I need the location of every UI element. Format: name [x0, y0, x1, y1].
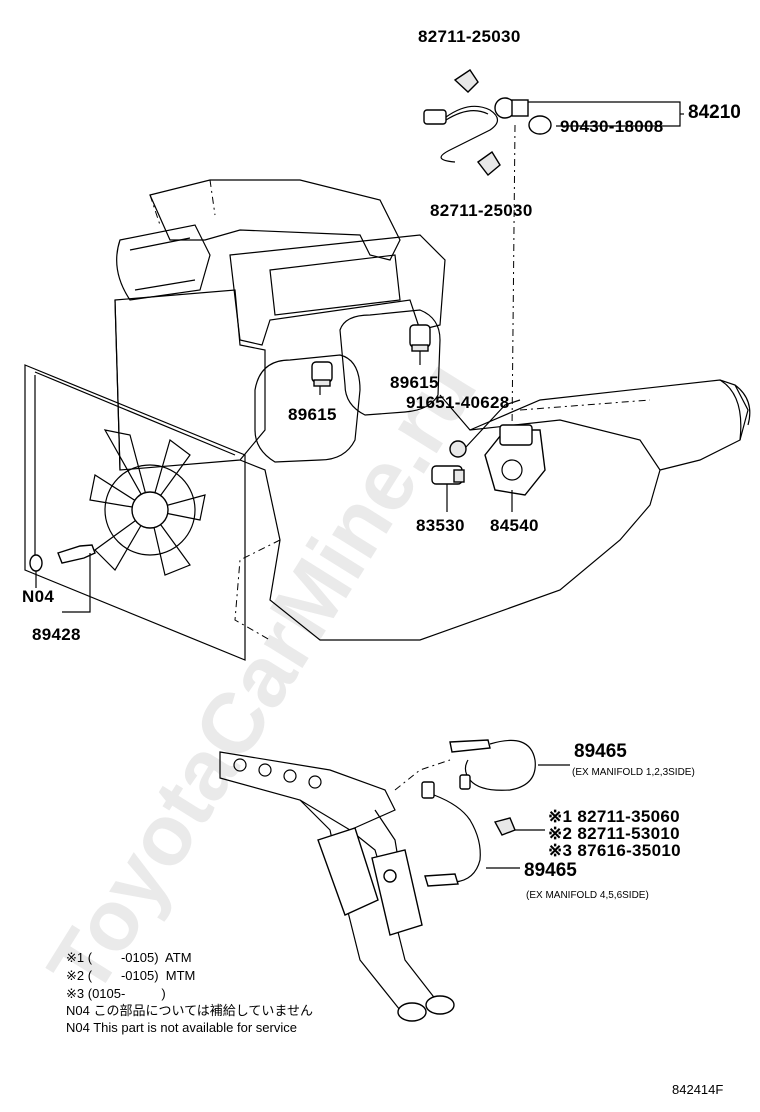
o2-sensor-lower[interactable]	[394, 759, 545, 887]
label-89428[interactable]: 89428	[32, 625, 81, 644]
catalyst-right-icon	[371, 849, 423, 936]
label-89465-upper[interactable]: 89465	[574, 741, 627, 762]
o2-sensor-upper-icon	[449, 739, 491, 753]
n04-gasket-icon	[29, 554, 43, 572]
sensors-89615[interactable]	[311, 324, 431, 395]
connector-lower-icon	[421, 781, 435, 799]
connector-icon	[423, 109, 447, 125]
label-84540[interactable]: 84540	[490, 516, 539, 535]
note-3: ※3 (0105- )	[66, 986, 166, 1001]
label-clip-top[interactable]: 82711-25030	[418, 27, 521, 46]
note-1: ※1 ( -0105) ATM	[66, 950, 192, 965]
label-clamp-2[interactable]: ※2 82711-53010	[548, 824, 680, 843]
clamp-icon	[493, 817, 516, 836]
clip-bottom-icon	[477, 150, 501, 177]
label-89615-left[interactable]: 89615	[288, 405, 337, 424]
sensor-left-icon	[311, 361, 333, 383]
label-84210[interactable]: 84210	[688, 102, 741, 123]
watermark: ToyotaCarMine.ru	[30, 345, 495, 1010]
label-clip-bottom[interactable]: 82711-25030	[430, 201, 533, 220]
label-89615-right[interactable]: 89615	[390, 373, 439, 392]
o2-sensor-upper[interactable]	[449, 739, 570, 791]
o2-sensor-lower-icon	[424, 873, 459, 887]
label-89465-lower[interactable]: 89465	[524, 860, 577, 881]
notes: ※1 ( -0105) ATM ※2 ( -0105) MTM ※3 (0105…	[66, 950, 313, 1035]
clip-top-icon	[453, 69, 479, 93]
diagram-code: 842414F	[672, 1082, 723, 1097]
exhaust-manifold	[219, 751, 455, 1022]
label-89465-lower-note: (EX MANIFOLD 4,5,6SIDE)	[526, 890, 649, 901]
temp-sensor-icon	[57, 544, 96, 564]
seal-icon	[528, 115, 552, 135]
label-89465-upper-note: (EX MANIFOLD 1,2,3SIDE)	[572, 767, 695, 778]
radiator-fan	[24, 364, 246, 661]
label-clamp-3[interactable]: ※3 87616-35010	[548, 841, 681, 860]
sensor-right-icon	[409, 324, 431, 348]
label-n04[interactable]: N04	[22, 587, 54, 606]
sensor-assembly-84210[interactable]	[423, 69, 684, 431]
engine-block	[114, 179, 751, 641]
label-seal[interactable]: 90430-18008	[560, 117, 664, 136]
note-4: N04 この部品については補給していません	[66, 1003, 313, 1018]
washer-icon	[449, 440, 467, 458]
temp-sensor-89428[interactable]	[29, 544, 96, 613]
switches-83530-84540[interactable]	[431, 399, 546, 512]
label-washer[interactable]: 91651-40628	[406, 393, 510, 412]
part-labels: 82711-25030 84210 90430-18008 82711-2503…	[22, 27, 741, 901]
note-5: N04 This part is not available for servi…	[66, 1020, 297, 1035]
catalyst-left-icon	[317, 827, 379, 916]
note-2: ※2 ( -0105) MTM	[66, 968, 195, 983]
label-clamp-1[interactable]: ※1 82711-35060	[548, 807, 680, 826]
label-83530[interactable]: 83530	[416, 516, 465, 535]
